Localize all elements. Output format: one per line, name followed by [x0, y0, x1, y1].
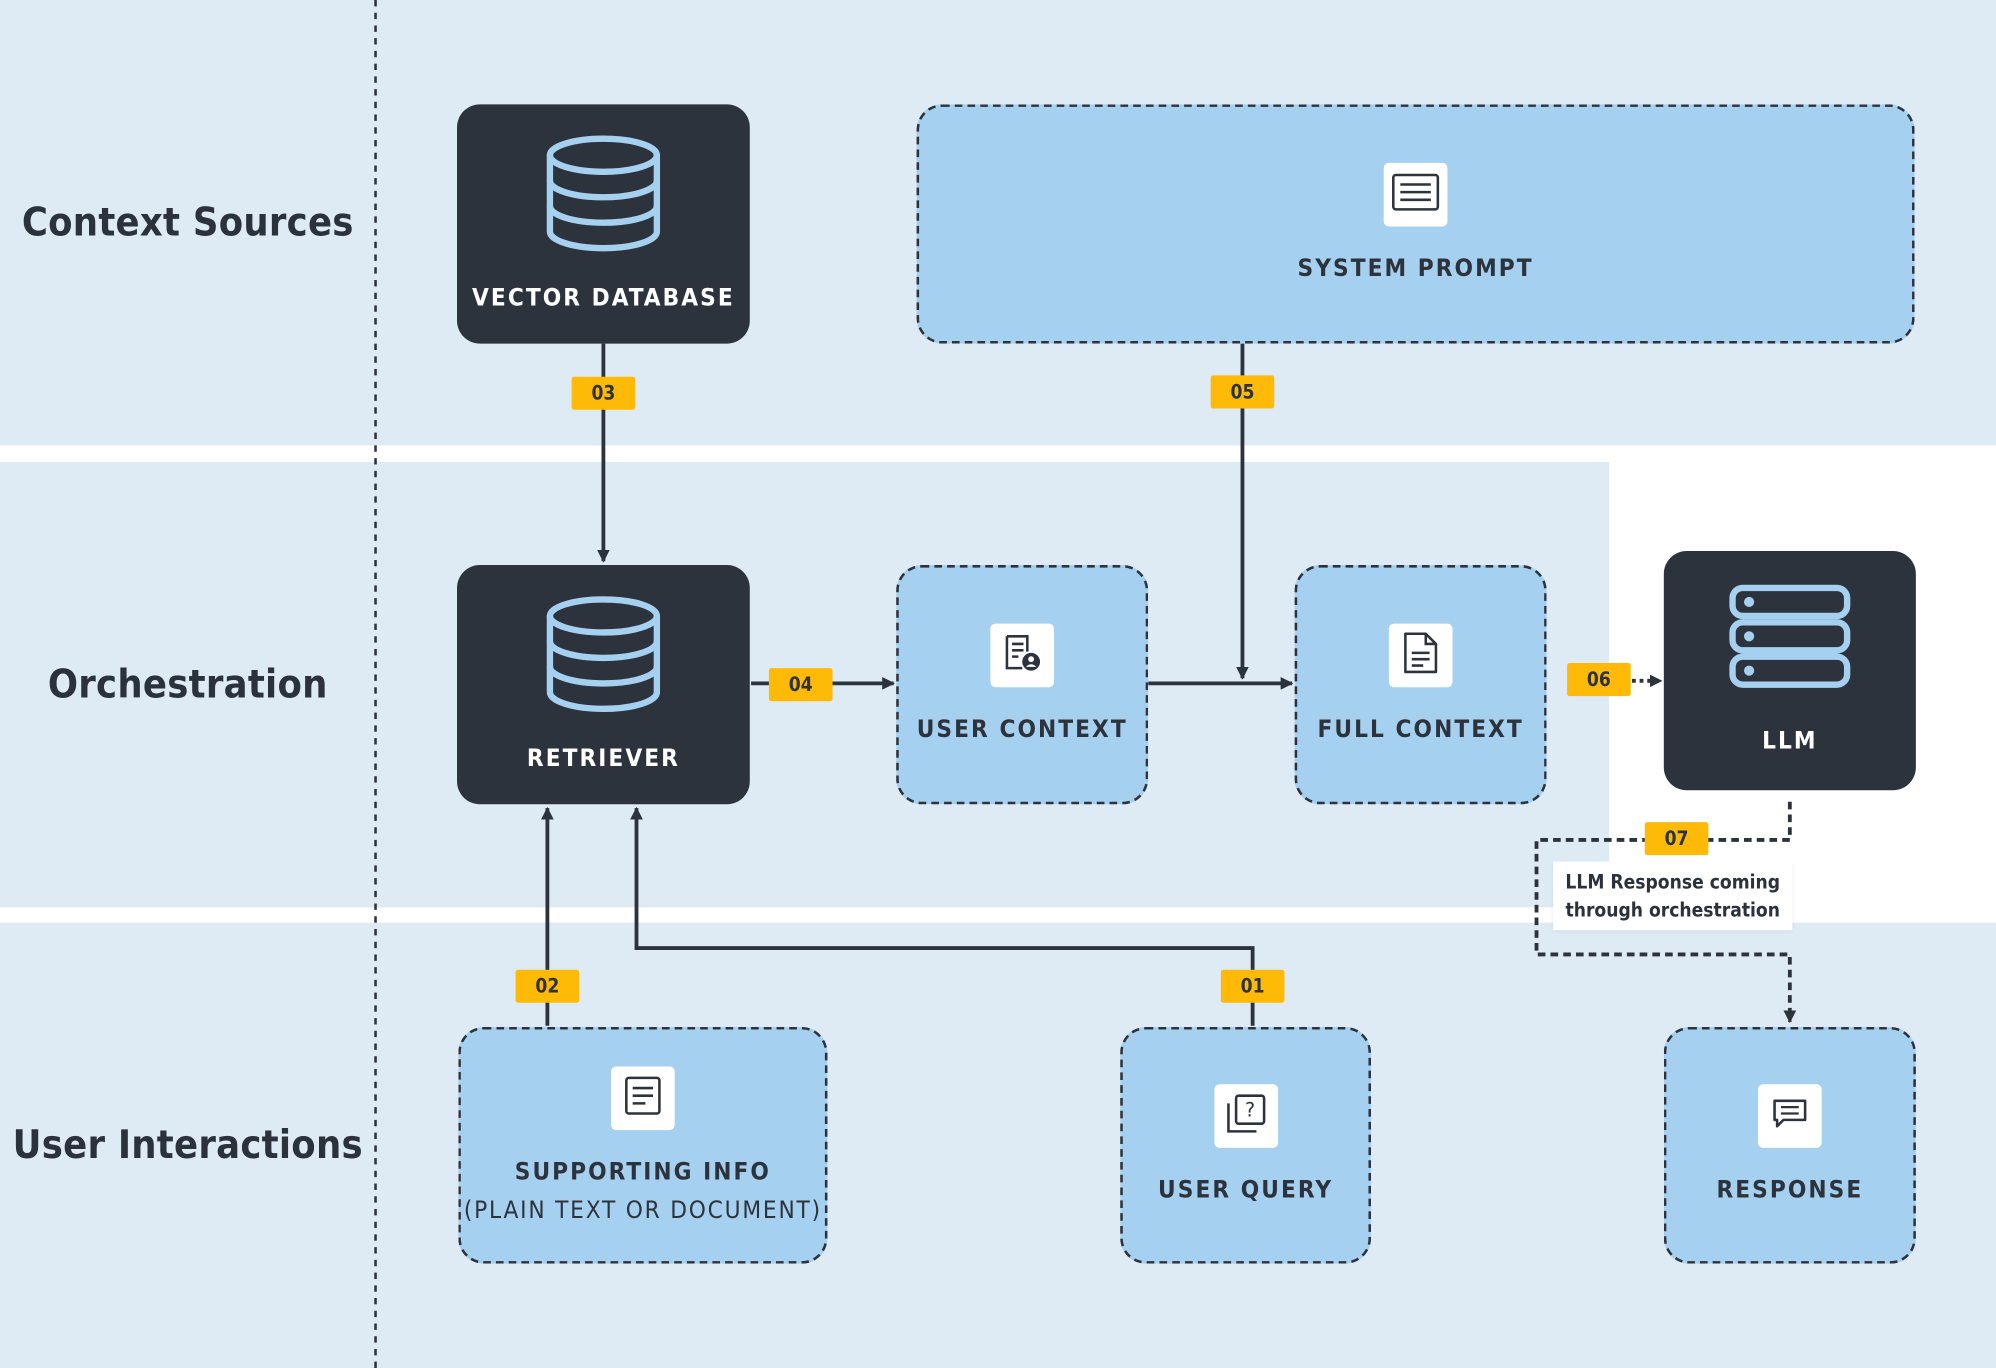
system-prompt-label: SYSTEM PROMPT	[1297, 254, 1534, 283]
system-prompt-icon-box	[1383, 163, 1448, 227]
system-prompt-node[interactable]: SYSTEM PROMPT	[916, 104, 1915, 344]
user-query-label: USER QUERY	[1158, 1176, 1334, 1205]
user-document-icon	[1002, 633, 1043, 679]
full-context-label: FULL CONTEXT	[1317, 715, 1524, 744]
document-icon	[1403, 631, 1439, 679]
svg-text:?: ?	[1244, 1099, 1254, 1122]
response-icon-box	[1758, 1084, 1822, 1149]
user-query-node[interactable]: ? USER QUERY	[1120, 1026, 1372, 1264]
step-badge-04: 04	[768, 668, 833, 702]
llm-label: LLM	[1762, 726, 1818, 755]
chat-icon	[1772, 1098, 1808, 1134]
text-document-icon	[624, 1076, 662, 1122]
llm-response-note-line2: through orchestration	[1565, 898, 1780, 922]
vector-database-label: VECTOR DATABASE	[472, 283, 735, 312]
question-icon: ?	[1224, 1092, 1267, 1140]
user-context-label: USER CONTEXT	[916, 715, 1128, 744]
llm-response-note-line1: LLM Response coming	[1565, 870, 1781, 894]
llm-node[interactable]: LLM	[1663, 551, 1916, 791]
user-query-icon-box: ?	[1213, 1084, 1278, 1149]
text-lines-icon	[1391, 173, 1440, 216]
user-context-node[interactable]: USER CONTEXT	[896, 565, 1149, 805]
step-badge-01: 01	[1220, 969, 1285, 1003]
retriever-label: RETRIEVER	[526, 744, 680, 773]
user-context-icon-box	[990, 623, 1055, 688]
full-context-node[interactable]: FULL CONTEXT	[1294, 565, 1547, 805]
full-context-icon-box	[1388, 623, 1453, 688]
step-badge-06: 06	[1567, 663, 1631, 697]
supporting-info-icon-box	[611, 1066, 675, 1131]
lane-label-orchestration: Orchestration	[47, 661, 328, 708]
database-icon	[544, 594, 664, 719]
connector-07	[1534, 801, 1797, 1024]
step-badge-07: 07	[1644, 822, 1709, 856]
server-icon	[1729, 584, 1851, 693]
supporting-info-node[interactable]: SUPPORTING INFO (PLAIN TEXT OR DOCUMENT)	[458, 1026, 828, 1264]
database-icon	[544, 134, 664, 259]
step-badge-05: 05	[1210, 375, 1275, 409]
vector-database-node[interactable]: VECTOR DATABASE	[457, 104, 750, 344]
response-node[interactable]: RESPONSE	[1663, 1026, 1916, 1264]
retriever-node[interactable]: RETRIEVER	[457, 565, 750, 805]
step-badge-02: 02	[515, 969, 580, 1003]
lane-label-context-sources: Context Sources	[21, 199, 354, 246]
response-label: RESPONSE	[1716, 1176, 1864, 1205]
band-user-interactions	[0, 922, 1996, 1368]
llm-response-note: LLM Response coming through orchestratio…	[1553, 861, 1793, 931]
connector-01	[630, 806, 1255, 1026]
lane-label-user-interactions: User Interactions	[12, 1122, 363, 1169]
supporting-info-label: SUPPORTING INFO	[514, 1158, 771, 1187]
step-badge-03: 03	[571, 376, 636, 410]
supporting-info-sublabel: (PLAIN TEXT OR DOCUMENT)	[463, 1196, 822, 1225]
